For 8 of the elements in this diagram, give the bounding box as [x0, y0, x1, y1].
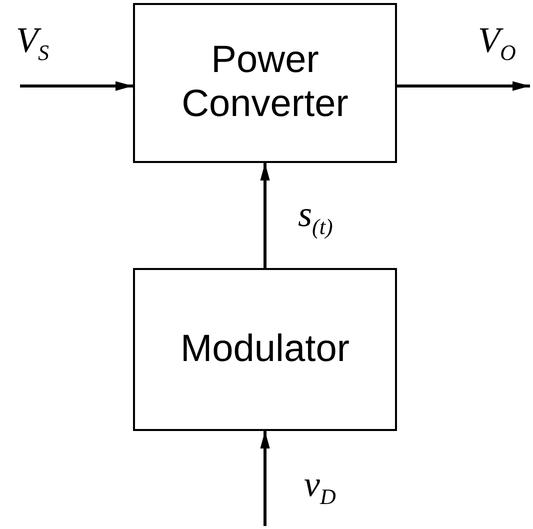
arrow [260, 430, 270, 526]
block-label: Modulator [180, 328, 350, 372]
block-label: Power Converter [180, 39, 350, 127]
arrow [397, 81, 530, 91]
arrow [20, 81, 134, 91]
block-box [133, 3, 397, 163]
arrow [260, 162, 270, 268]
block-box [133, 268, 397, 431]
